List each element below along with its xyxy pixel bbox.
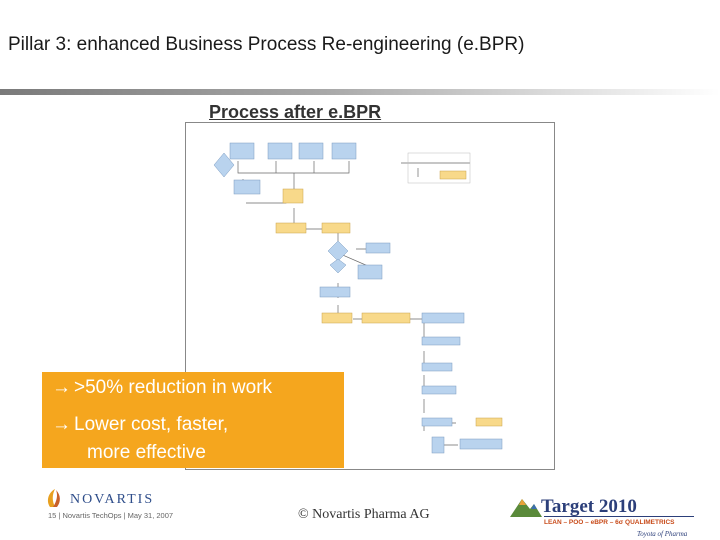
target-2010-tagline: Toyota of Pharma — [637, 530, 688, 538]
page-info: 15 | Novartis TechOps | May 31, 2007 — [48, 511, 174, 520]
arrow-right-icon: → — [52, 414, 71, 435]
copyright-text: © Novartis Pharma AG — [298, 507, 430, 522]
callout-box: →>50% reduction in work →Lower cost, fas… — [42, 372, 344, 468]
arrow-right-icon: → — [52, 377, 71, 398]
novartis-brand: NOVARTIS — [70, 492, 155, 507]
target-2010-subtitle: LEAN – POO – eBPR – 6σ QUALIMETRICS — [544, 519, 675, 526]
mountain-icon — [510, 499, 542, 517]
novartis-logo-icon — [47, 489, 60, 507]
diagram-heading: Process after e.BPR — [209, 102, 382, 122]
target-2010-title: Target 2010 — [541, 496, 637, 517]
slide-title: Pillar 3: enhanced Business Process Re-e… — [8, 34, 525, 55]
callout-bullet-cost: →Lower cost, faster, — [52, 414, 229, 435]
title-divider — [0, 89, 720, 95]
callout-bullet-cost-continued: more effective — [87, 442, 206, 463]
target-divider — [544, 516, 694, 517]
callout-bullet-reduction: →>50% reduction in work — [52, 377, 273, 398]
